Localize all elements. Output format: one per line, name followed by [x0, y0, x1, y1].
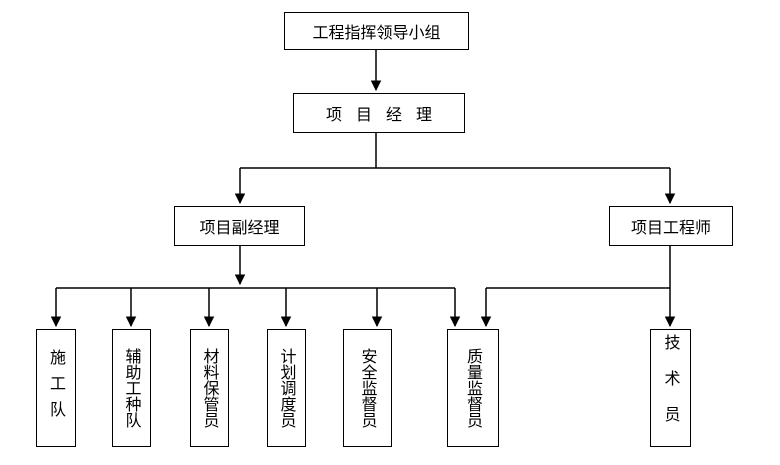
- node-materials-keeper: 材料保管员: [190, 329, 229, 447]
- auxiliary-team-label: 辅助工种队: [122, 348, 142, 428]
- materials-keeper-label: 材料保管员: [200, 348, 220, 428]
- node-manager-label: 项目经理: [325, 105, 446, 124]
- node-project-engineer: 项目工程师: [609, 206, 733, 246]
- node-auxiliary-team: 辅助工种队: [112, 329, 151, 447]
- technician-label: 技术员: [661, 334, 681, 442]
- node-project-manager: 项目经理: [293, 93, 465, 133]
- node-technician: 技术员: [650, 329, 691, 447]
- node-deputy-label: 项目副经理: [199, 218, 280, 237]
- construction-team-label: 施工队: [47, 349, 66, 427]
- node-deputy-manager: 项目副经理: [174, 206, 305, 246]
- node-quality-supervisor: 质量监督员: [447, 329, 499, 447]
- safety-supervisor-label: 安全监督员: [358, 348, 378, 428]
- node-top-leadership: 工程指挥领导小组: [284, 12, 469, 50]
- node-top-label: 工程指挥领导小组: [312, 23, 441, 42]
- quality-supervisor-label: 质量监督员: [464, 348, 483, 428]
- node-planning-dispatcher: 计划调度员: [267, 329, 306, 447]
- node-construction-team: 施工队: [36, 329, 76, 447]
- planning-dispatcher-label: 计划调度员: [277, 348, 297, 428]
- node-safety-supervisor: 安全监督员: [343, 329, 392, 447]
- node-engineer-label: 项目工程师: [630, 218, 711, 237]
